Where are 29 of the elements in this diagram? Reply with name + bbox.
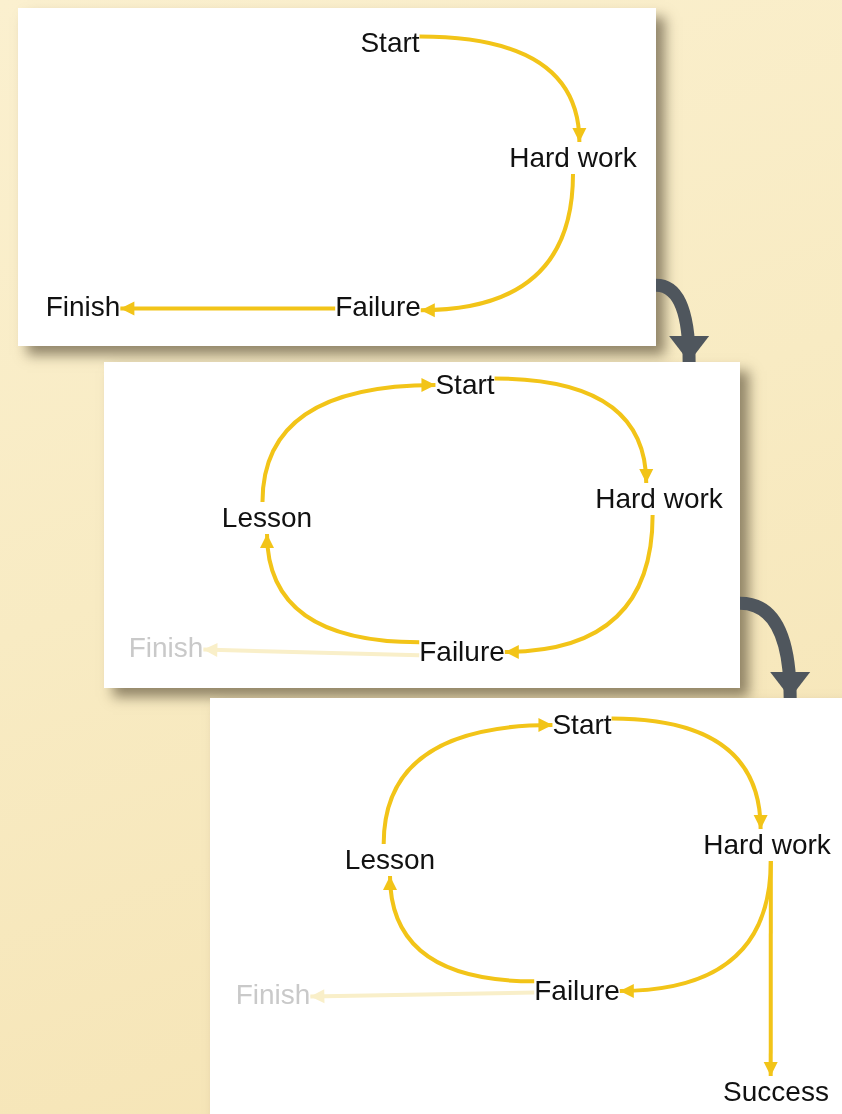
step-label: Hard work [509,141,637,175]
step-label: Failure [335,290,421,324]
flow-arrow [419,34,586,143]
panel-card [18,8,656,346]
flow-arrow [120,301,336,316]
flow-arrow [420,174,575,317]
flow-arrow [763,861,778,1076]
step-label: Lesson [344,843,436,877]
flow-arrow [310,989,535,1004]
step-label: Start [435,368,495,402]
panel-card [104,362,740,688]
flow-arrow [611,716,767,830]
step-label: Success [723,1075,829,1109]
flow-arrow [203,643,420,658]
step-label: Failure [534,974,620,1008]
flow-arrow [381,718,553,845]
flow-arrow [494,376,653,484]
flow-arrow [383,875,535,984]
step-label: Lesson [221,501,313,535]
panel-card [210,698,842,1114]
step-label: Hard work [703,828,831,862]
flow-arrow [260,378,436,503]
step-label: Failure [419,635,505,669]
step-label: Start [360,26,420,60]
flow-arrow [504,515,655,659]
flow-arrow [260,533,420,645]
step-label: Start [552,708,612,742]
step-label: Hard work [595,482,723,516]
step-label: Finish [45,290,121,324]
